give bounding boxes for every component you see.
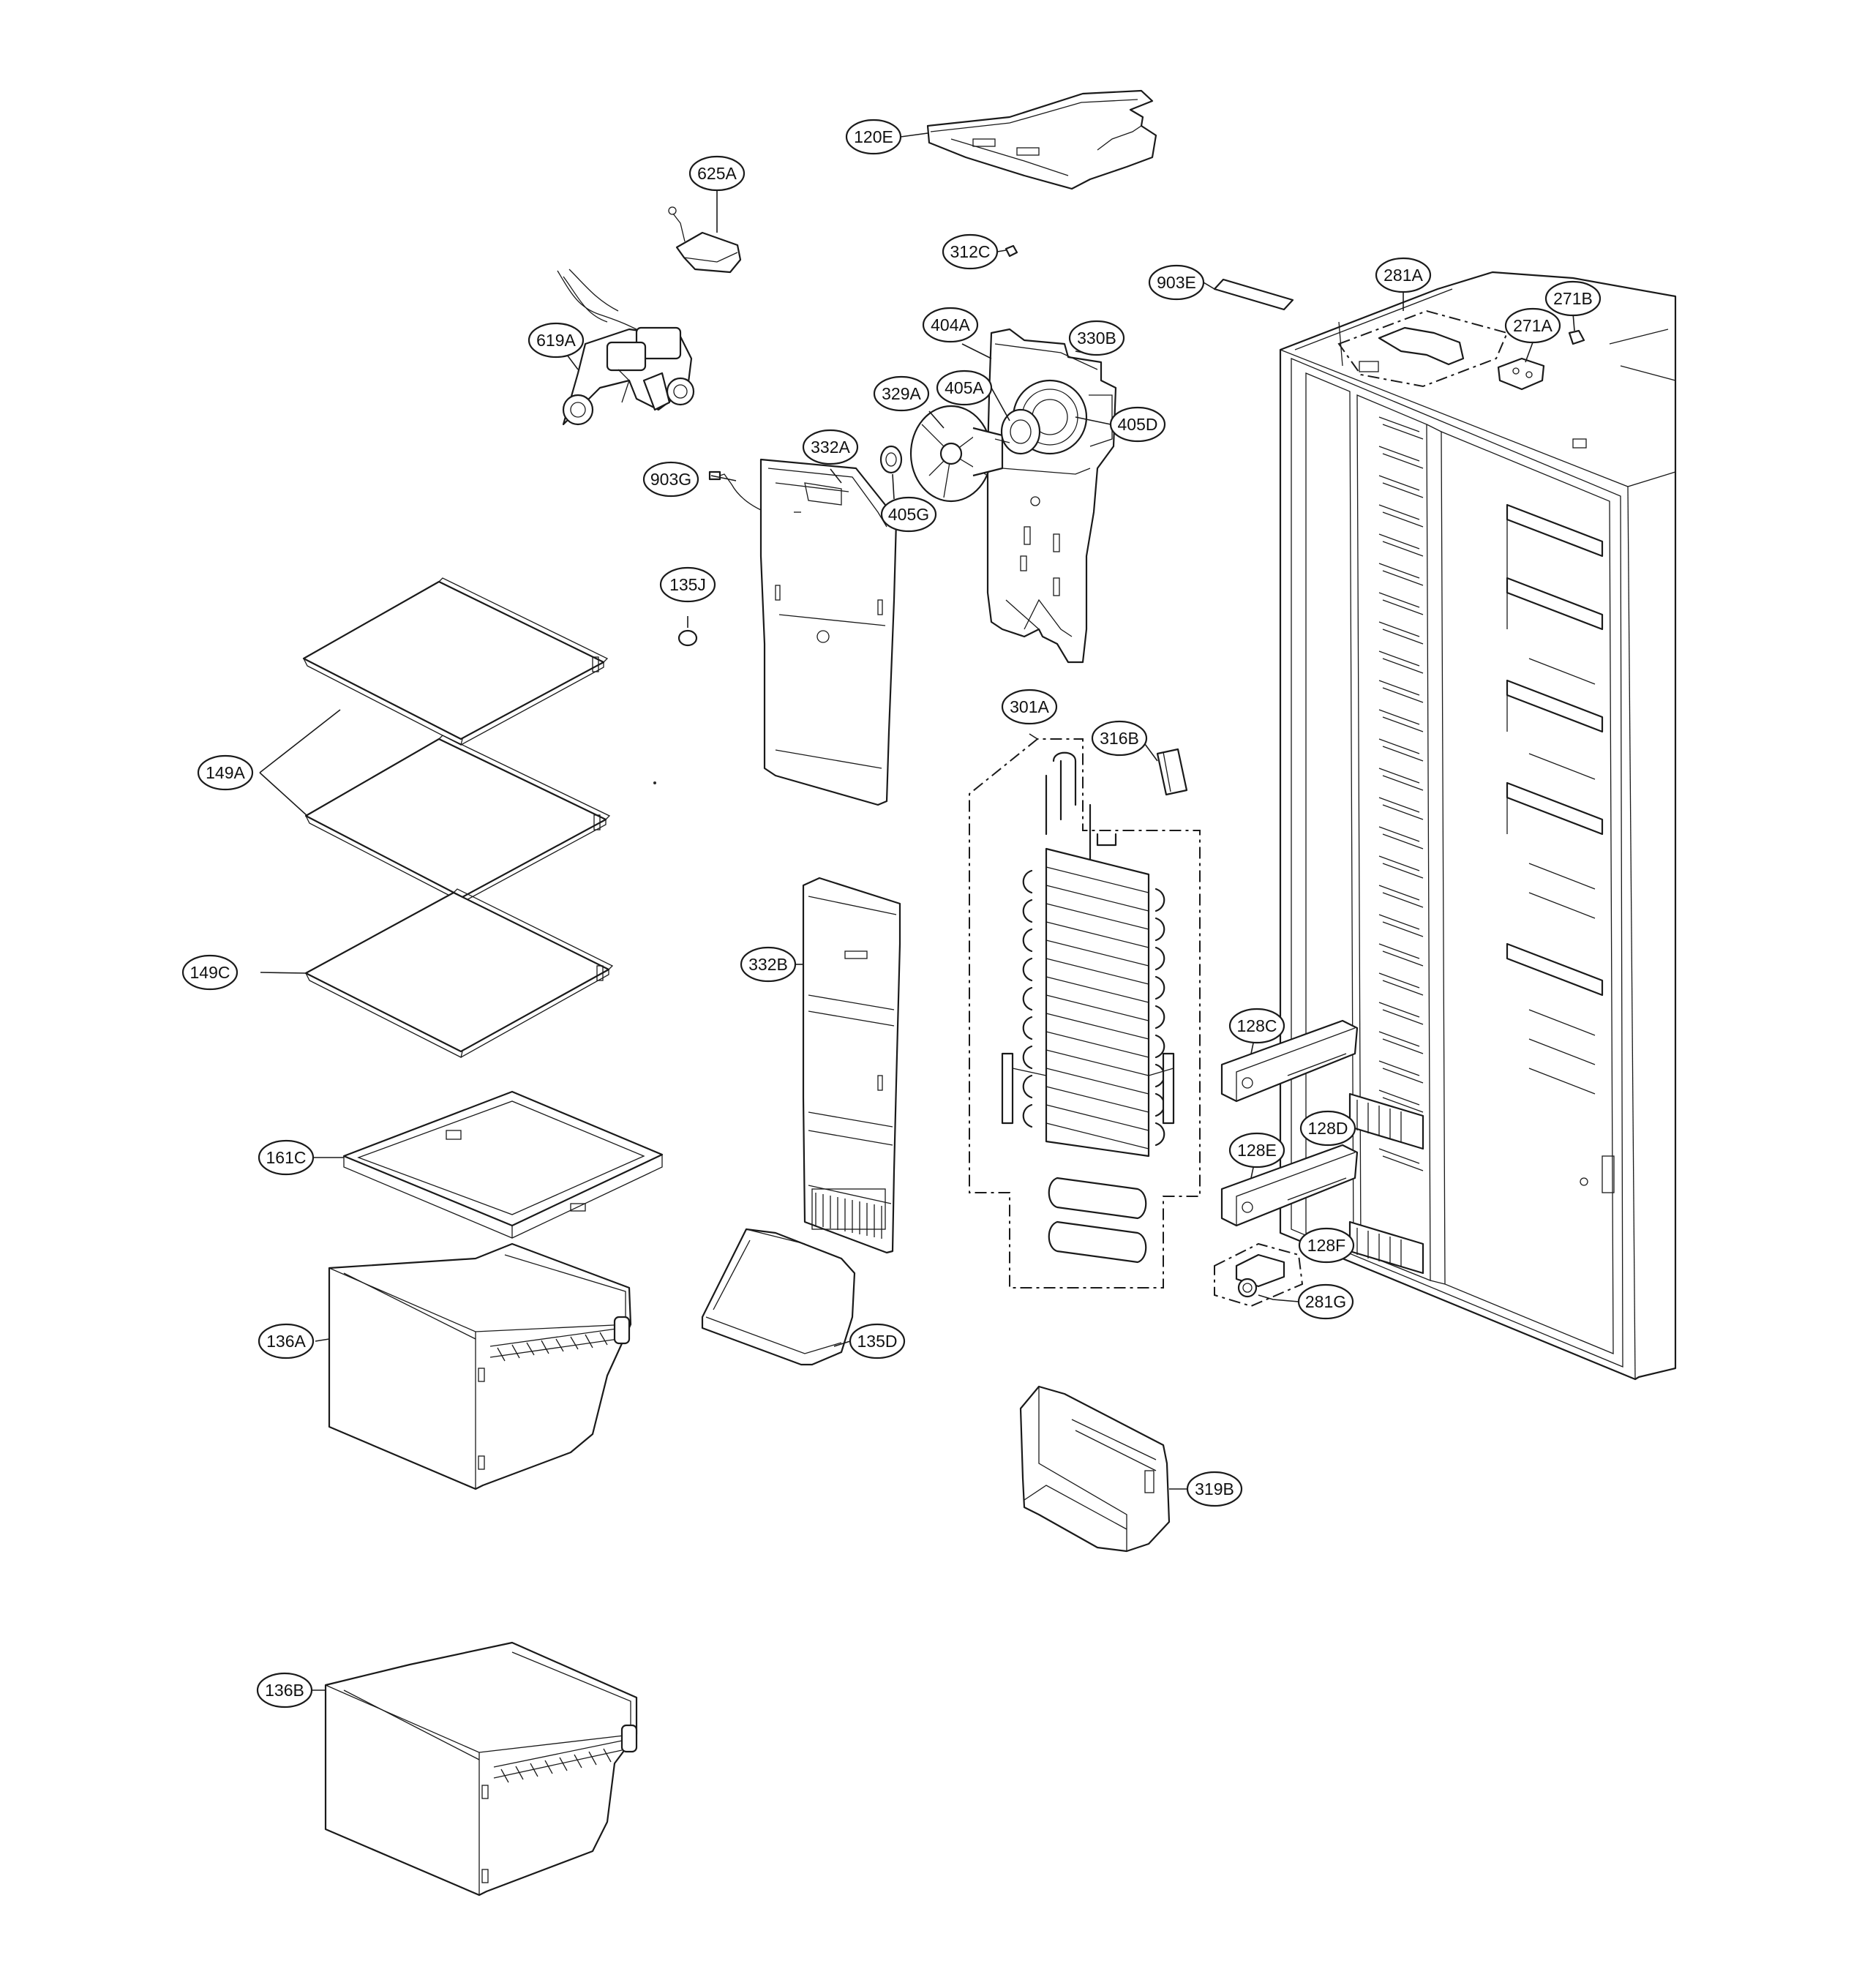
part-330B-fan-housing — [986, 328, 1117, 664]
part-271A-hinge-bracket — [1497, 357, 1545, 391]
callout-329A: 329A — [873, 375, 930, 412]
part-281A-hinge-cover — [1337, 310, 1509, 388]
callout-label: 135J — [669, 575, 706, 594]
callout-161C: 161C — [258, 1139, 315, 1176]
callout-404A: 404A — [922, 307, 979, 343]
callout-332A: 332A — [802, 429, 859, 465]
callout-label: 128D — [1308, 1119, 1348, 1138]
callout-301A: 301A — [1001, 689, 1058, 725]
callout-label: 405D — [1118, 415, 1158, 434]
callout-619A: 619A — [527, 322, 585, 359]
part-332A-upper-cover — [759, 458, 898, 806]
callout-128F: 128F — [1298, 1227, 1355, 1264]
callout-label: 903G — [650, 470, 691, 489]
part-135J-knob — [677, 616, 698, 647]
callout-271B: 271B — [1544, 280, 1602, 317]
callout-271A: 271A — [1504, 307, 1561, 344]
part-405A-fan-motor — [994, 408, 1041, 455]
part-136B-lower-drawer — [324, 1641, 638, 1897]
callout-label: 404A — [931, 315, 970, 334]
callout-label: 301A — [1010, 697, 1049, 716]
callout-149C: 149C — [181, 954, 239, 991]
callout-label: 405A — [945, 378, 984, 397]
callout-label: 312C — [950, 242, 991, 261]
callout-label: 271A — [1513, 316, 1552, 335]
callout-label: 128F — [1307, 1236, 1345, 1255]
callout-128D: 128D — [1299, 1110, 1356, 1147]
part-329A-fan-blade — [909, 405, 1004, 503]
callout-label: 281A — [1383, 266, 1423, 285]
callout-label: 319B — [1195, 1479, 1234, 1498]
part-135D-tray — [701, 1228, 856, 1366]
part-619A-water-valve — [557, 269, 695, 426]
callout-120E: 120E — [845, 119, 902, 155]
callout-label: 135D — [857, 1332, 898, 1351]
part-405G-grommet — [879, 445, 903, 474]
callout-136A: 136A — [258, 1323, 315, 1359]
callout-281A: 281A — [1375, 257, 1432, 293]
callout-319B: 319B — [1186, 1471, 1243, 1507]
part-136A-crisper-drawer — [328, 1242, 632, 1490]
callout-label: 281G — [1305, 1292, 1346, 1311]
callout-281G: 281G — [1297, 1283, 1354, 1320]
callout-label: 619A — [536, 331, 576, 350]
part-319B-drain-pan — [1019, 1385, 1171, 1553]
callout-label: 332A — [811, 438, 850, 457]
part-281G-lower-hinge — [1214, 1242, 1304, 1308]
callout-312C: 312C — [942, 233, 999, 270]
callout-330B: 330B — [1068, 320, 1125, 356]
callout-625A: 625A — [688, 155, 746, 192]
callout-label: 128C — [1237, 1016, 1277, 1035]
callout-128C: 128C — [1228, 1008, 1285, 1044]
callout-405A: 405A — [936, 370, 993, 406]
callout-label: 625A — [697, 164, 737, 183]
part-903E-strip — [1213, 278, 1294, 311]
callout-label: 330B — [1077, 329, 1116, 348]
callout-label: 128E — [1237, 1141, 1277, 1160]
callout-136B: 136B — [256, 1672, 313, 1708]
callout-405G: 405G — [880, 496, 937, 533]
part-149A-glass-shelf-middle — [304, 735, 611, 903]
callout-label: 271B — [1553, 289, 1593, 308]
callout-316B: 316B — [1091, 720, 1148, 757]
part-120E-duct-cover — [926, 89, 1157, 190]
callout-903E: 903E — [1148, 264, 1205, 301]
callout-903G: 903G — [642, 461, 699, 498]
part-312C-clip — [1005, 244, 1018, 258]
callout-149A: 149A — [197, 754, 254, 791]
callout-label: 136A — [266, 1332, 306, 1351]
part-161C-crisper-cover — [342, 1090, 664, 1239]
callout-label: 329A — [882, 384, 921, 403]
callout-label: 316B — [1100, 729, 1139, 748]
callout-label: 120E — [854, 127, 893, 146]
callout-405D: 405D — [1109, 406, 1166, 443]
part-149C-glass-shelf-bottom — [304, 888, 614, 1058]
callout-135D: 135D — [849, 1323, 906, 1359]
callout-label: 161C — [266, 1148, 307, 1167]
part-301A-evaporator — [969, 738, 1201, 1289]
part-128E-hinge-rail — [1220, 1144, 1359, 1227]
callout-label: 149C — [190, 963, 230, 982]
part-149A-glass-shelf-top — [302, 577, 609, 746]
callout-128E: 128E — [1228, 1132, 1285, 1169]
callout-label: 405G — [888, 505, 929, 524]
callout-332B: 332B — [740, 946, 797, 983]
part-128C-hinge-rail — [1220, 1019, 1359, 1103]
part-625A-module — [668, 206, 742, 274]
callout-label: 332B — [748, 955, 788, 974]
part-271B-screw — [1568, 329, 1585, 345]
callout-135J: 135J — [659, 566, 716, 603]
callout-label: 149A — [206, 763, 245, 782]
stray-dot — [653, 781, 656, 784]
part-316B-block — [1156, 748, 1188, 796]
refrigerator-cabinet — [1279, 271, 1677, 1381]
callout-label: 903E — [1157, 273, 1196, 292]
part-332B-lower-cover — [802, 877, 901, 1254]
callout-label: 136B — [265, 1681, 304, 1700]
